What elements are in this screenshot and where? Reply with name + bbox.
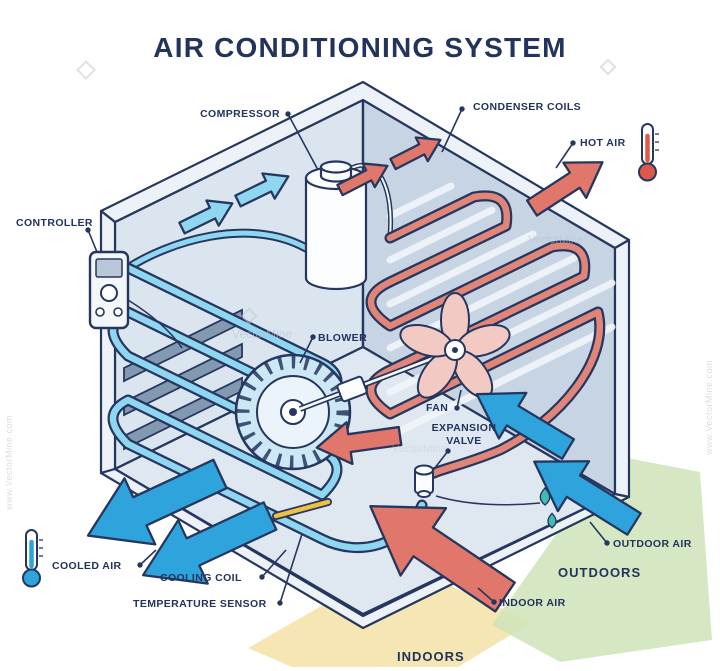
watermarks: VectorMine VectorMine VectorMine www.Vec… <box>4 58 714 511</box>
thermometer-hot <box>638 123 659 182</box>
page-title: AIR CONDITIONING SYSTEM <box>153 32 566 63</box>
outdoors-floor <box>492 455 712 662</box>
watermark-text: VectorMine <box>232 327 292 341</box>
label-outdoors: OUTDOORS <box>558 565 641 580</box>
label-temperature-sensor: TEMPERATURE SENSOR <box>133 598 267 610</box>
fan-shaft <box>298 348 454 412</box>
label-blower: BLOWER <box>318 332 367 344</box>
label-cooling-coil: COOLING COIL <box>160 572 242 584</box>
label-leaders <box>85 106 610 606</box>
label-cooled-air: COOLED AIR <box>52 560 122 572</box>
label-indoor-air: INDOOR AIR <box>499 597 566 609</box>
discharge-pipe <box>345 162 394 239</box>
drain-line <box>435 495 541 506</box>
watermark-text: VectorMine <box>392 443 447 455</box>
controller-screen <box>95 258 123 278</box>
watermark-text: VectorMine <box>528 234 583 246</box>
thermometer-cold <box>22 529 43 588</box>
watermark-diamond <box>599 58 617 76</box>
label-condenser-coils: CONDENSER COILS <box>473 101 581 113</box>
blower-vanes <box>236 355 350 469</box>
temperature-sensor-probe <box>272 498 332 520</box>
watermark-diamond <box>76 60 96 80</box>
blower <box>234 353 352 471</box>
label-expansion-valve-line2: VALVE <box>446 435 481 447</box>
label-outdoor-air: OUTDOOR AIR <box>613 538 692 550</box>
condenser-coil <box>365 190 606 484</box>
label-fan: FAN <box>426 402 448 414</box>
controller-button <box>95 307 105 317</box>
expansion-valve <box>414 464 434 498</box>
controller-cable <box>127 299 183 349</box>
shaft-coupler <box>336 375 368 403</box>
label-expansion-valve-line1: EXPANSION <box>432 422 497 434</box>
cabinet-bottom-edge <box>99 467 631 630</box>
fan <box>399 292 511 399</box>
label-hot-air: HOT AIR <box>580 137 626 149</box>
watermark-url: www.VectorMine.com <box>704 360 714 456</box>
suction-pipe <box>123 228 311 273</box>
label-compressor: COMPRESSOR <box>200 108 280 120</box>
label-controller: CONTROLLER <box>16 217 93 229</box>
controller-button <box>113 307 123 317</box>
controller-dial <box>100 284 118 302</box>
controller <box>88 250 183 349</box>
cabinet-right-edge <box>613 238 631 499</box>
watermark-url: www.VectorMine.com <box>4 415 14 511</box>
watermark-diamond <box>240 307 258 325</box>
label-indoors: INDOORS <box>397 649 465 664</box>
